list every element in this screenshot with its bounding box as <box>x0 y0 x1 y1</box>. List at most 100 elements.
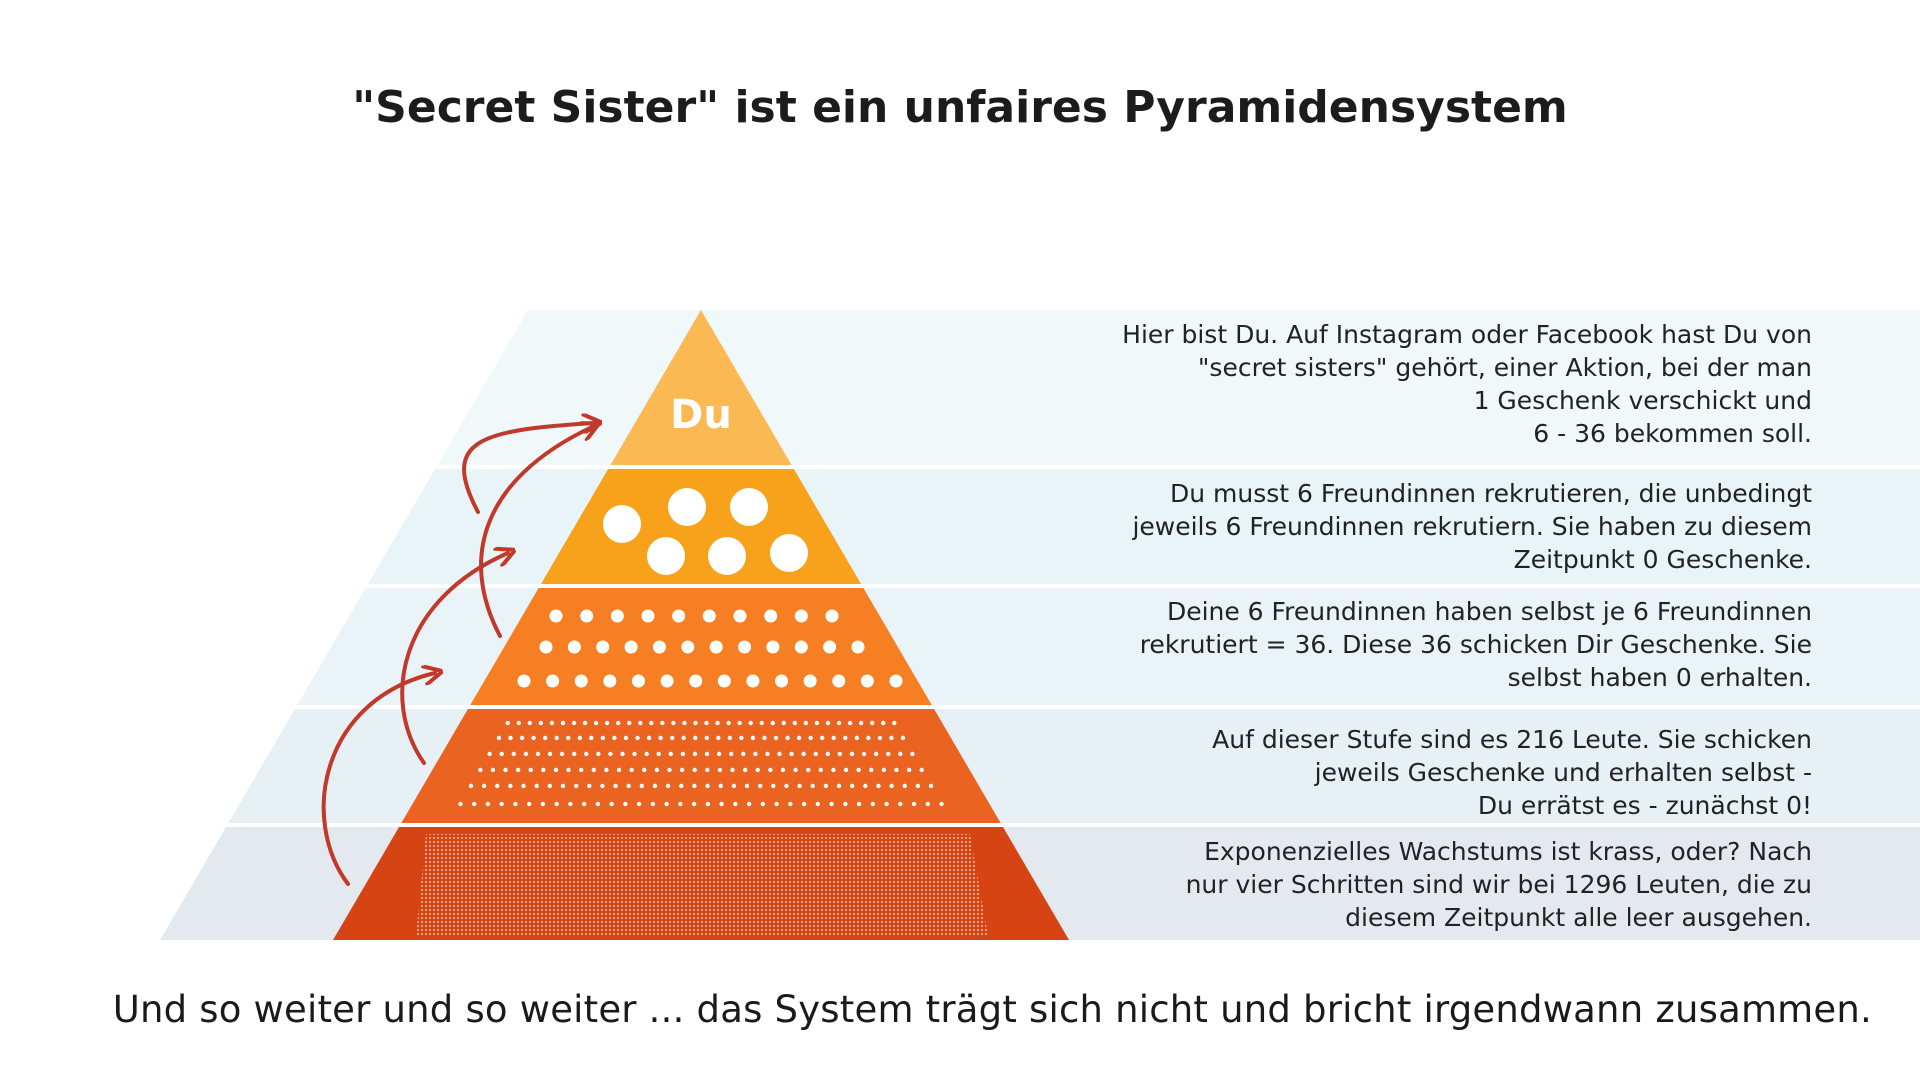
person-dot <box>638 720 643 726</box>
person-dot <box>692 767 697 773</box>
person-dot <box>746 674 760 688</box>
person-dot <box>658 735 663 741</box>
person-dot <box>866 735 871 741</box>
person-dot <box>582 720 588 726</box>
person-dot <box>837 751 843 757</box>
person-dot <box>847 720 853 726</box>
person-dot <box>478 767 483 773</box>
person-dot <box>801 751 806 757</box>
person-dot <box>894 767 899 773</box>
person-dot <box>523 751 529 757</box>
person-dot <box>854 735 860 741</box>
person-dot <box>716 751 722 757</box>
level-1-description: Hier bist Du. Auf Instagram oder Faceboo… <box>1122 320 1812 448</box>
person-dot <box>608 751 613 757</box>
person-dot <box>861 751 867 757</box>
person-dot <box>603 674 617 688</box>
person-dot <box>596 640 610 654</box>
person-dot <box>902 783 907 789</box>
person-dot <box>566 735 571 741</box>
person-dot <box>503 767 508 773</box>
person-dot <box>682 720 687 726</box>
person-dot <box>810 783 815 789</box>
person-dot <box>580 609 594 623</box>
person-dot <box>542 735 548 741</box>
person-dot <box>849 783 855 789</box>
person-dot <box>757 783 763 789</box>
person-dot <box>794 640 808 654</box>
person-dot <box>604 720 610 726</box>
person-dot <box>843 767 849 773</box>
recruitment-arrow-3 <box>479 427 592 638</box>
person-dot <box>796 735 802 741</box>
person-dot <box>843 801 848 807</box>
person-dot <box>560 720 566 726</box>
person-dot <box>762 735 767 741</box>
person-dot <box>635 735 640 741</box>
person-dot <box>578 767 584 773</box>
background-band-1 <box>437 310 1920 465</box>
recruitment-arrow-1 <box>321 673 435 886</box>
person-dot <box>777 751 782 757</box>
person-dot <box>554 735 559 741</box>
person-dot <box>925 801 931 807</box>
person-dot <box>568 801 573 807</box>
person-dot <box>818 767 824 773</box>
person-dot <box>825 751 831 757</box>
person-dot <box>485 801 491 807</box>
person-dot <box>755 767 760 773</box>
recruitment-arrow-2 <box>400 553 508 765</box>
person-dot <box>693 735 698 741</box>
person-dot <box>797 783 802 789</box>
person-dot <box>881 767 887 773</box>
person-dot <box>591 767 597 773</box>
person-dot <box>770 534 808 572</box>
person-dot <box>829 801 834 807</box>
person-dot <box>538 720 544 726</box>
person-dot <box>584 751 589 757</box>
person-dot <box>577 735 582 741</box>
person-dot <box>631 674 645 688</box>
person-dot <box>604 767 609 773</box>
person-dot <box>612 735 617 741</box>
person-dot <box>717 767 723 773</box>
person-dot <box>939 801 944 807</box>
person-dot <box>511 751 517 757</box>
person-dot <box>744 783 750 789</box>
person-dot <box>647 537 685 575</box>
person-dot <box>623 801 628 807</box>
person-dot <box>718 783 723 789</box>
person-dot <box>546 674 560 688</box>
person-dot <box>906 767 912 773</box>
person-dot <box>785 735 790 741</box>
person-dot <box>671 720 676 726</box>
person-dot <box>898 801 903 807</box>
person-dot <box>746 801 752 807</box>
person-dot <box>856 767 861 773</box>
person-dot <box>911 801 917 807</box>
person-dot <box>549 609 563 623</box>
person-dot <box>843 735 848 741</box>
person-dot <box>793 767 798 773</box>
person-dot <box>715 720 720 726</box>
person-dot <box>665 783 671 789</box>
person-dot <box>567 640 581 654</box>
person-dot <box>760 801 766 807</box>
person-dot <box>823 783 829 789</box>
person-dot <box>531 735 536 741</box>
person-dot <box>836 720 842 726</box>
person-dot <box>825 609 839 623</box>
person-dot <box>515 767 521 773</box>
person-dot <box>499 801 504 807</box>
person-dot <box>535 751 541 757</box>
person-dot <box>792 720 798 726</box>
person-dot <box>547 751 553 757</box>
person-dot <box>664 801 669 807</box>
person-dot <box>610 609 624 623</box>
person-dot <box>801 801 807 807</box>
person-dot <box>540 801 546 807</box>
person-dot <box>770 720 775 726</box>
page-title: "Secret Sister" ist ein unfaires Pyramid… <box>352 82 1568 133</box>
person-dot <box>709 640 723 654</box>
person-dot <box>680 751 686 757</box>
